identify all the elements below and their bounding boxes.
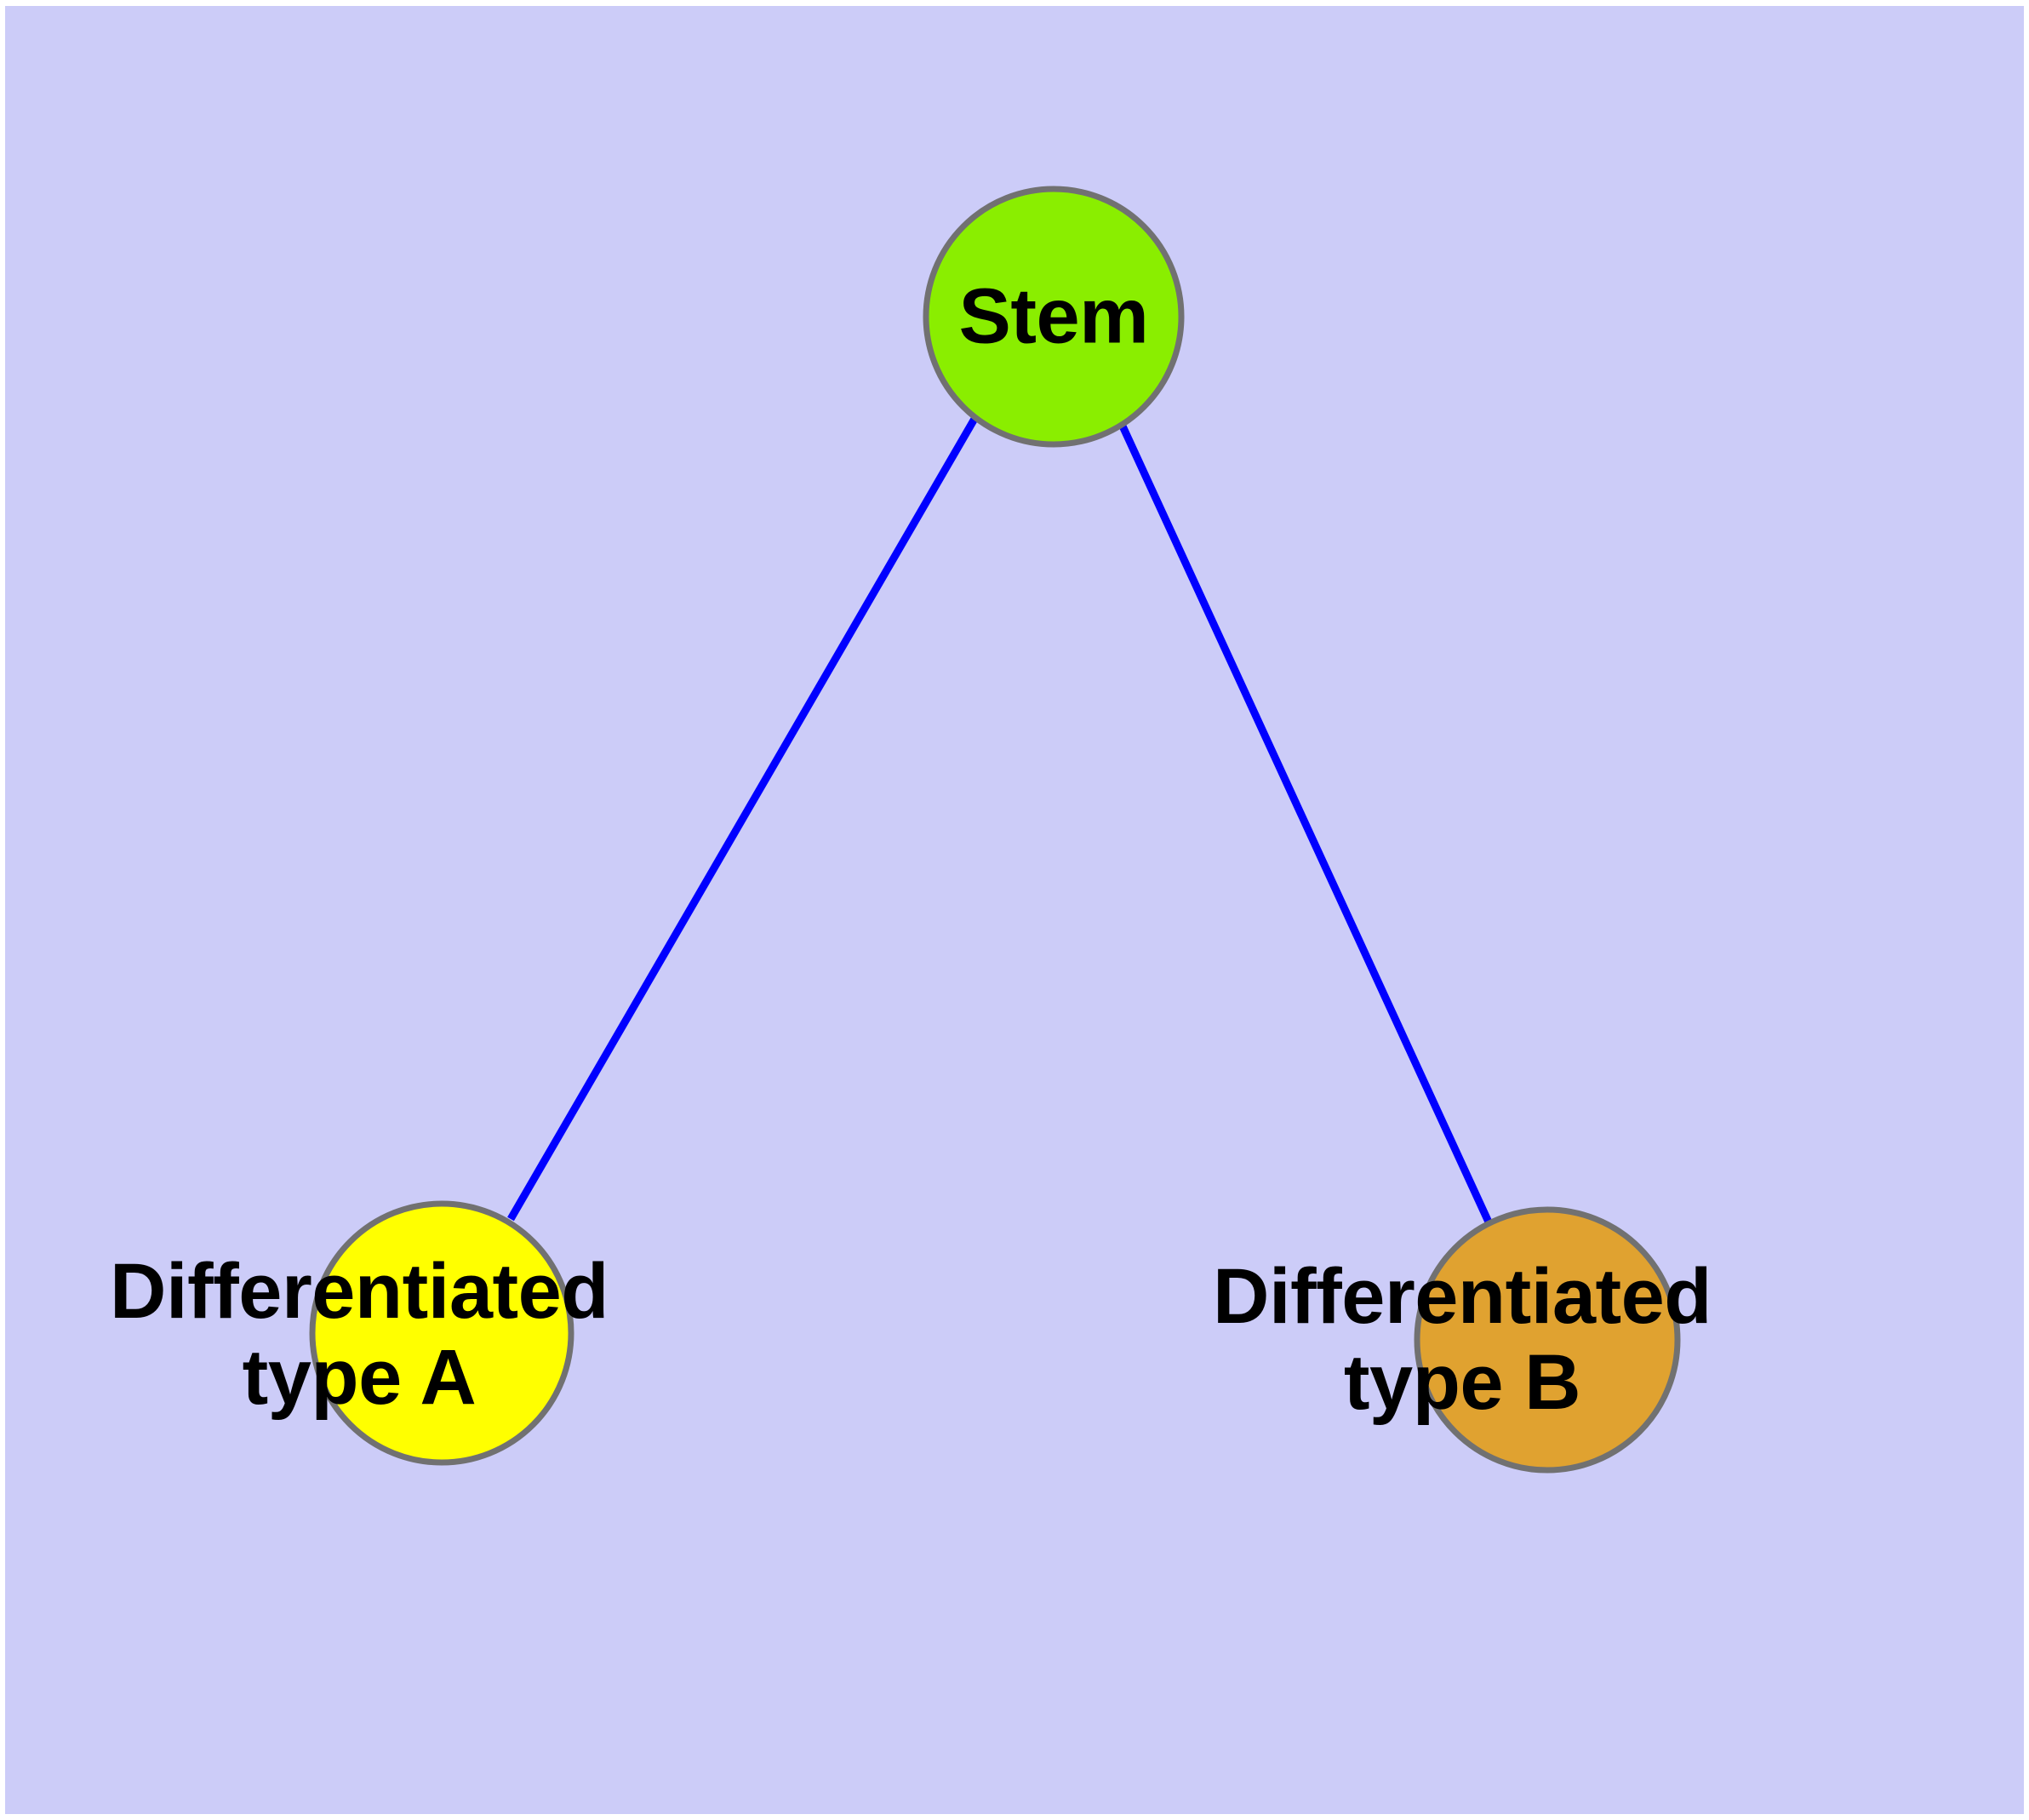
- edge-stem-to-differentiated-type-a[interactable]: [507, 416, 978, 1222]
- node-layer: [309, 186, 1681, 1474]
- node-stem[interactable]: [923, 186, 1185, 448]
- edge-layer: [507, 416, 1495, 1229]
- node-differentiated-type-b[interactable]: [1414, 1206, 1681, 1474]
- node-differentiated-type-a[interactable]: [309, 1200, 574, 1466]
- edge-stem-to-differentiated-type-b[interactable]: [1116, 419, 1495, 1229]
